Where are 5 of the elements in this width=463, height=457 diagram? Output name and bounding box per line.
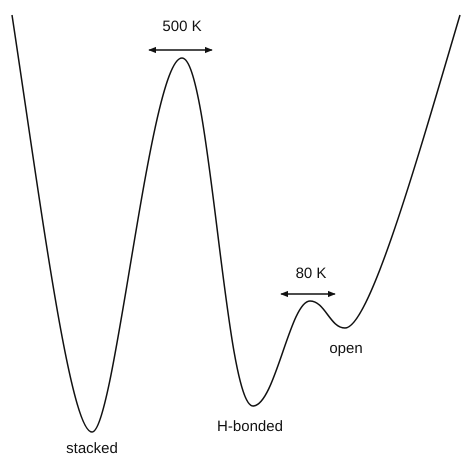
curve-label: stacked [66,440,118,457]
curve-label: H-bonded [217,418,283,435]
curve-label: 80 K [296,265,326,282]
curve-label: open [329,340,363,357]
curve-label: 500 K [162,18,202,35]
